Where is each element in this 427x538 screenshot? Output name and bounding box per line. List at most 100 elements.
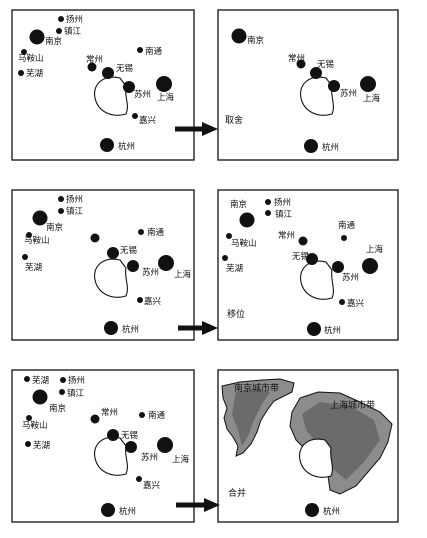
city-label-nanjing: 南京: [247, 35, 264, 46]
city-label-nanjing: 南京: [230, 199, 247, 210]
city-dot-nanjing: [239, 212, 255, 228]
city-dot-shanghai: [362, 258, 378, 274]
city-label-zhenjiang: 镇江: [66, 206, 84, 217]
city-dot-wuhu: [22, 254, 28, 260]
city-dot-yangzhou: [58, 16, 64, 22]
panel-row1-left: 扬州 镇江 南京 马鞍山 芜湖 常州 无锡 南通 苏州 上海 嘉兴 杭州: [11, 9, 195, 161]
city-dot-nantong: [138, 229, 144, 235]
arrow-row3: [176, 498, 220, 512]
city-label-maanshan: 马鞍山: [231, 238, 257, 249]
city-label-changzhou: 常州: [101, 407, 118, 418]
city-label-nantong: 南通: [147, 227, 165, 238]
city-label-zhenjiang: 镇江: [64, 26, 82, 37]
zone-label-shanghai-belt: 上海城市带: [330, 399, 375, 411]
city-label-jiaxing: 嘉兴: [139, 115, 157, 126]
city-dot-changzhou: [90, 414, 100, 424]
city-dot-nantong: [137, 47, 143, 53]
city-dot-maanshan: [26, 232, 32, 238]
city-dot-zhenjiang: [58, 208, 64, 214]
city-dot-zhenjiang: [56, 28, 62, 34]
city-dot-yangzhou: [58, 196, 64, 202]
city-label-jiaxing: 嘉兴: [144, 296, 162, 307]
taihu-lake: [300, 260, 334, 300]
city-dot-wuxi: [102, 67, 114, 79]
city-label-changzhou: 常州: [86, 54, 103, 65]
city-dot-jiaxing: [339, 299, 345, 305]
city-dot-changzhou: [296, 59, 306, 69]
taihu-lake: [299, 438, 333, 478]
city-label-hangzhou: 杭州: [122, 324, 139, 335]
city-label-nantong: 南通: [145, 46, 163, 57]
city-label-yangzhou: 扬州: [66, 14, 83, 25]
city-dot-changzhou: [90, 233, 100, 243]
city-label-wuxi: 无锡: [120, 246, 138, 256]
city-dot-changzhou: [87, 62, 97, 72]
city-label-nantong: 南通: [338, 220, 356, 231]
city-dot-maanshan: [26, 415, 32, 421]
city-label-nantong: 南通: [148, 410, 166, 421]
taihu-lake: [94, 76, 128, 116]
city-label-suzhou: 苏州: [141, 452, 158, 463]
city-dot-maanshan: [21, 49, 27, 55]
city-dot-nanjing: [231, 28, 247, 44]
taihu-lake: [94, 436, 128, 476]
city-dot-wuhu: [25, 441, 31, 447]
city-label-suzhou: 苏州: [340, 88, 357, 99]
city-label-wuxi: 无锡: [317, 60, 335, 70]
city-dot-suzhou: [125, 441, 137, 453]
city-dot-wuxi: [306, 253, 318, 265]
operation-label-row2: 移位: [227, 308, 245, 320]
city-label-shanghai: 上海: [363, 93, 381, 104]
city-label-hangzhou: 杭州: [322, 142, 339, 153]
city-dot-suzhou: [123, 81, 135, 93]
city-label-nanjing: 南京: [45, 36, 62, 47]
city-label-yangzhou: 扬州: [274, 197, 291, 208]
city-label-zhenjiang: 镇江: [275, 209, 293, 220]
city-label-hangzhou: 杭州: [323, 506, 340, 517]
city-label-wuhu: 芜湖: [33, 440, 50, 451]
operation-label-row1: 取舍: [225, 114, 243, 126]
city-dot-hangzhou: [307, 322, 321, 336]
city-dot-nantong: [139, 412, 145, 418]
city-label-shanghai: 上海: [157, 92, 175, 103]
city-dot-shanghai: [157, 437, 173, 453]
arrow-row1: [175, 122, 218, 136]
city-dot-wuhu: [18, 70, 24, 76]
city-label-wuxi: 无锡: [292, 252, 310, 262]
city-label-jiaxing: 嘉兴: [347, 298, 365, 309]
city-dot-shanghai: [360, 76, 376, 92]
city-label-wuhu: 芜湖: [25, 262, 42, 273]
city-dot-jiaxing: [132, 113, 138, 119]
city-dot-nantong: [341, 235, 347, 241]
taihu-lake: [300, 76, 334, 116]
city-label-shanghai: 上海: [174, 269, 192, 280]
city-label-wuhu: 芜湖: [32, 375, 49, 386]
city-dot-yangzhou: [60, 377, 66, 383]
city-label-wuxi: 无锡: [116, 64, 134, 74]
city-dot-wuhu: [222, 255, 228, 261]
city-dot-zhenjiang: [265, 210, 271, 216]
zone-label-nanjing-belt: 南京城市带: [234, 382, 279, 394]
city-label-shanghai: 上海: [366, 244, 384, 255]
city-label-nanjing: 南京: [46, 222, 63, 233]
city-label-wuhu: 芜湖: [26, 68, 43, 79]
city-label-nanjing: 南京: [49, 403, 66, 414]
city-label-hangzhou: 杭州: [118, 141, 135, 152]
city-label-maanshan: 马鞍山: [24, 235, 50, 246]
panel-row1-right: 南京 常州 无锡 苏州 上海 杭州: [217, 9, 399, 161]
city-label-changzhou: 常州: [288, 53, 305, 64]
city-dot-shanghai: [156, 76, 172, 92]
city-label-suzhou: 苏州: [142, 267, 159, 278]
city-dot-wuhu: [24, 376, 30, 382]
city-label-maanshan: 马鞍山: [18, 53, 44, 64]
city-dot-wuxi: [107, 429, 119, 441]
city-dot-hangzhou: [100, 138, 114, 152]
city-dot-maanshan: [226, 233, 232, 239]
city-label-suzhou: 苏州: [342, 272, 359, 283]
city-dot-wuxi: [107, 247, 119, 259]
city-dot-hangzhou: [101, 503, 115, 517]
city-label-changzhou: 常州: [278, 230, 295, 241]
panel-row3-right: 南京城市带 上海城市带 杭州: [217, 369, 399, 523]
city-dot-jiaxing: [136, 476, 142, 482]
